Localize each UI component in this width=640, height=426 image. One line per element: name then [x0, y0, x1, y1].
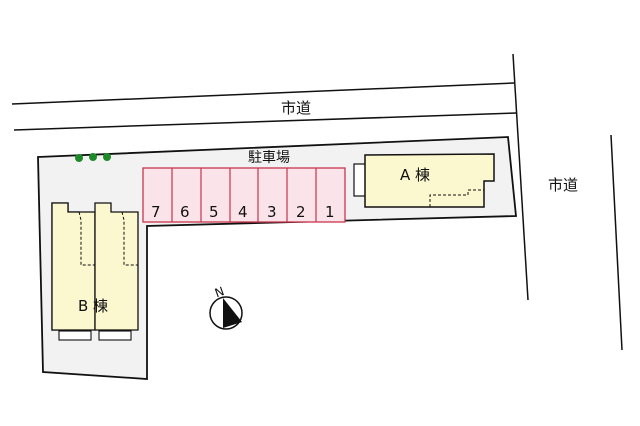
- parking-space-3: 3: [267, 203, 277, 221]
- building-a-dashed-line: [429, 189, 484, 207]
- compass-north-label: N: [213, 284, 226, 300]
- parking-space-7: 7: [151, 203, 161, 221]
- parking-space-1: 1: [325, 203, 335, 221]
- building-b-label: B 棟: [78, 297, 108, 315]
- road-top-edge-lower: [13, 112, 518, 131]
- building-a: [364, 153, 495, 208]
- compass-icon: N: [209, 284, 243, 330]
- road-top-label: 市道: [281, 99, 311, 117]
- tree-icon: [89, 153, 97, 161]
- parking-title: 駐車場: [248, 149, 290, 166]
- parking-space-4: 4: [238, 203, 248, 221]
- road-right-edge-left: [512, 53, 529, 301]
- building-b: [51, 202, 139, 341]
- parking-space-5: 5: [209, 203, 219, 221]
- tree-icon: [75, 154, 83, 162]
- parking-space-2: 2: [296, 203, 306, 221]
- road-right-label: 市道: [548, 176, 578, 194]
- building-a-annex: [353, 163, 367, 197]
- road-top-edge-upper: [11, 82, 515, 105]
- tree-icon: [103, 153, 111, 161]
- parking-space-6: 6: [180, 203, 190, 221]
- road-right-edge-right: [610, 134, 623, 351]
- parking-spaces: 7 6 5 4 3 2 1: [142, 167, 346, 223]
- building-a-label: A 棟: [400, 166, 430, 184]
